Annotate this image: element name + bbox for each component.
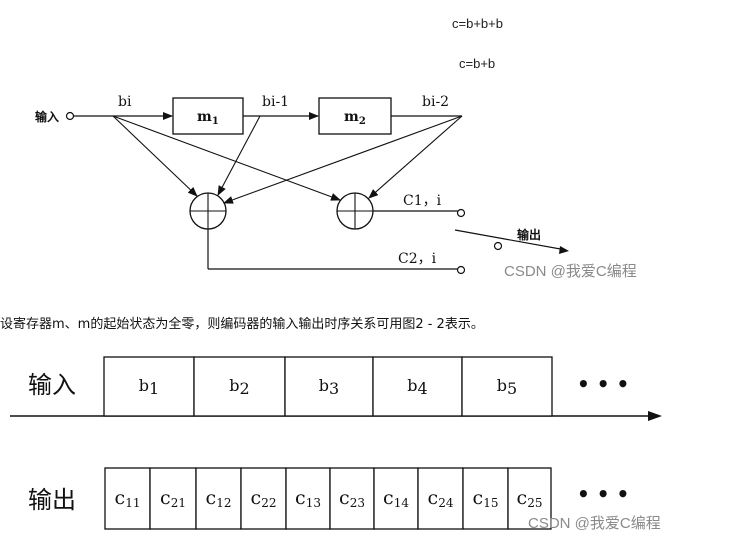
- output-cell: [149, 467, 197, 530]
- tap-bi1-adder1: [217, 115, 261, 196]
- input-cell-label: b1: [139, 376, 159, 398]
- adder-1: [189, 192, 227, 230]
- input-cells: b1 b2 b3 b4 b5: [103, 356, 553, 417]
- input-cell-label: b2: [229, 376, 249, 398]
- tap-bi2-adder1: [223, 115, 463, 204]
- input-cell: [461, 356, 553, 417]
- input-terminal: [65, 111, 75, 121]
- output-row-label: 输出: [28, 486, 76, 514]
- output-cell: [104, 467, 151, 530]
- encoder-diagram: 输入 bi bi-1 bi-2 m1 m2: [35, 94, 569, 275]
- input-cell-label: b5: [497, 376, 517, 398]
- register-m2: [318, 97, 392, 135]
- c2-terminal: [456, 265, 466, 275]
- register-m2-label: m2: [344, 109, 366, 127]
- output-cells: c11 c21 c12 c22 c13 c23 c14 c24 c15 c25: [104, 467, 552, 530]
- output-cell-label: c21: [160, 487, 186, 510]
- adder-2: [336, 192, 374, 230]
- input-row-label: 输入: [28, 371, 76, 399]
- c1-label: C1，i: [403, 193, 442, 209]
- output-arrowhead: [559, 246, 569, 254]
- output-cell-label: c15: [473, 487, 499, 510]
- encoder-output-label: 输出: [517, 227, 541, 242]
- input-cell-label: b4: [407, 376, 427, 398]
- output-cell: [373, 467, 419, 530]
- input-ellipsis: • • •: [577, 372, 629, 396]
- tap-bi-adder2: [112, 115, 341, 201]
- output-cell-label: c22: [251, 487, 277, 510]
- output-cell-label: c25: [517, 487, 543, 510]
- equation-c1: c=b+b+b: [452, 16, 503, 31]
- watermark-bottom: CSDN @我爱C编程: [528, 515, 661, 532]
- signal-bi1-label: bi-1: [262, 94, 289, 110]
- output-cell-label: c14: [383, 487, 409, 510]
- input-cell: [372, 356, 463, 417]
- output-cell: [240, 467, 287, 530]
- output-cell: [417, 467, 464, 530]
- output-cell: [329, 467, 375, 530]
- output-cell-label: c23: [339, 487, 365, 510]
- c2-label: C2，i: [398, 251, 437, 267]
- timing-diagram: 输入 b1 b2 b3 b4 b5 • • • 输出 c11 c21 c12 c22 c13 c2…: [10, 356, 662, 530]
- input-cell: [103, 356, 195, 417]
- encoder-input-label: 输入: [35, 109, 59, 124]
- tap-bi-adder1: [112, 115, 198, 197]
- description-text: 设寄存器m、m的起始状态为全零，则编码器的输入输出时序关系可用图2 - 2表示。: [0, 316, 484, 332]
- output-cell: [285, 467, 331, 530]
- output-cell-label: c24: [428, 487, 454, 510]
- input-axis-arrowhead: [648, 411, 662, 421]
- input-cell: [193, 356, 286, 417]
- switch-pivot: [493, 241, 503, 251]
- output-cell-label: c11: [115, 487, 141, 510]
- equation-c2: c=b+b: [459, 56, 495, 71]
- signal-bi-label: bi: [118, 94, 132, 110]
- output-switch-line: [454, 229, 567, 251]
- output-ellipsis: • • •: [577, 482, 629, 506]
- output-cell-label: c13: [295, 487, 321, 510]
- input-cell-label: b3: [319, 376, 339, 398]
- output-cell-label: c12: [206, 487, 232, 510]
- tap-bi2-adder2: [368, 115, 463, 199]
- register-m1-label: m1: [197, 109, 219, 127]
- signal-bi2-label: bi-2: [422, 94, 449, 110]
- c1-terminal: [456, 208, 466, 218]
- output-cell: [507, 467, 552, 530]
- output-cell: [462, 467, 509, 530]
- watermark-top: CSDN @我爱C编程: [504, 263, 637, 280]
